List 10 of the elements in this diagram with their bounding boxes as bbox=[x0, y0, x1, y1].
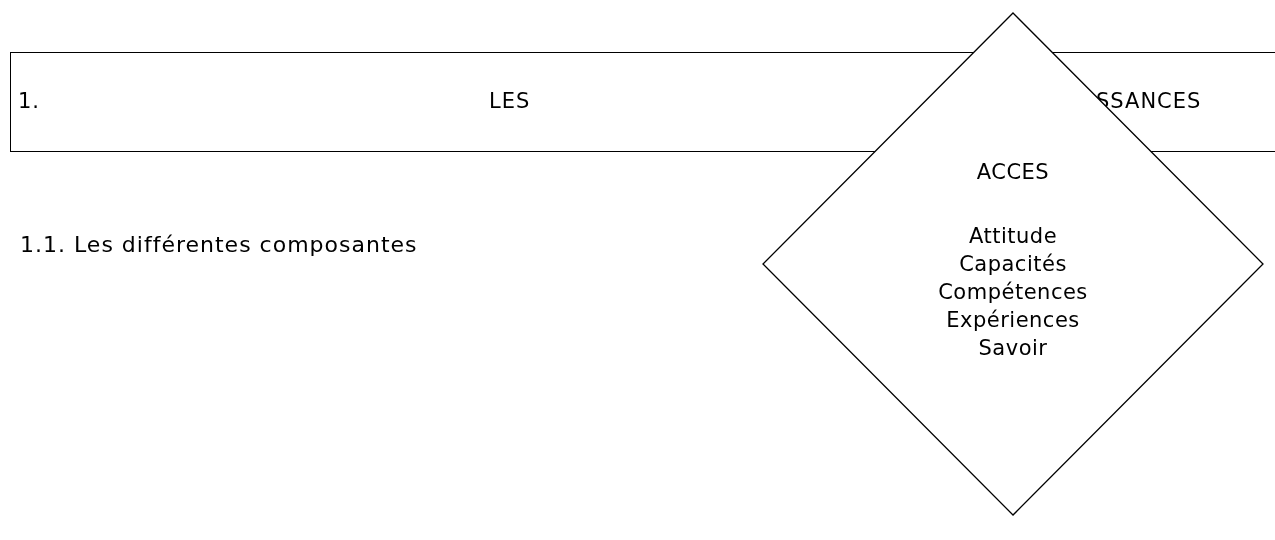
section-heading: 1.1. Les différentes composantes bbox=[20, 232, 418, 257]
diamond-title: ACCES bbox=[976, 160, 1050, 184]
list-item: Attitude bbox=[968, 224, 1058, 248]
header-text: LES bbox=[489, 89, 531, 113]
list-item: Capacités bbox=[959, 252, 1067, 276]
header-text: 1. bbox=[18, 89, 41, 113]
diamond-shape bbox=[762, 12, 1264, 516]
list-item: Expériences bbox=[946, 308, 1080, 332]
list-item: Compétences bbox=[938, 280, 1088, 304]
list-item: Savoir bbox=[978, 336, 1048, 360]
